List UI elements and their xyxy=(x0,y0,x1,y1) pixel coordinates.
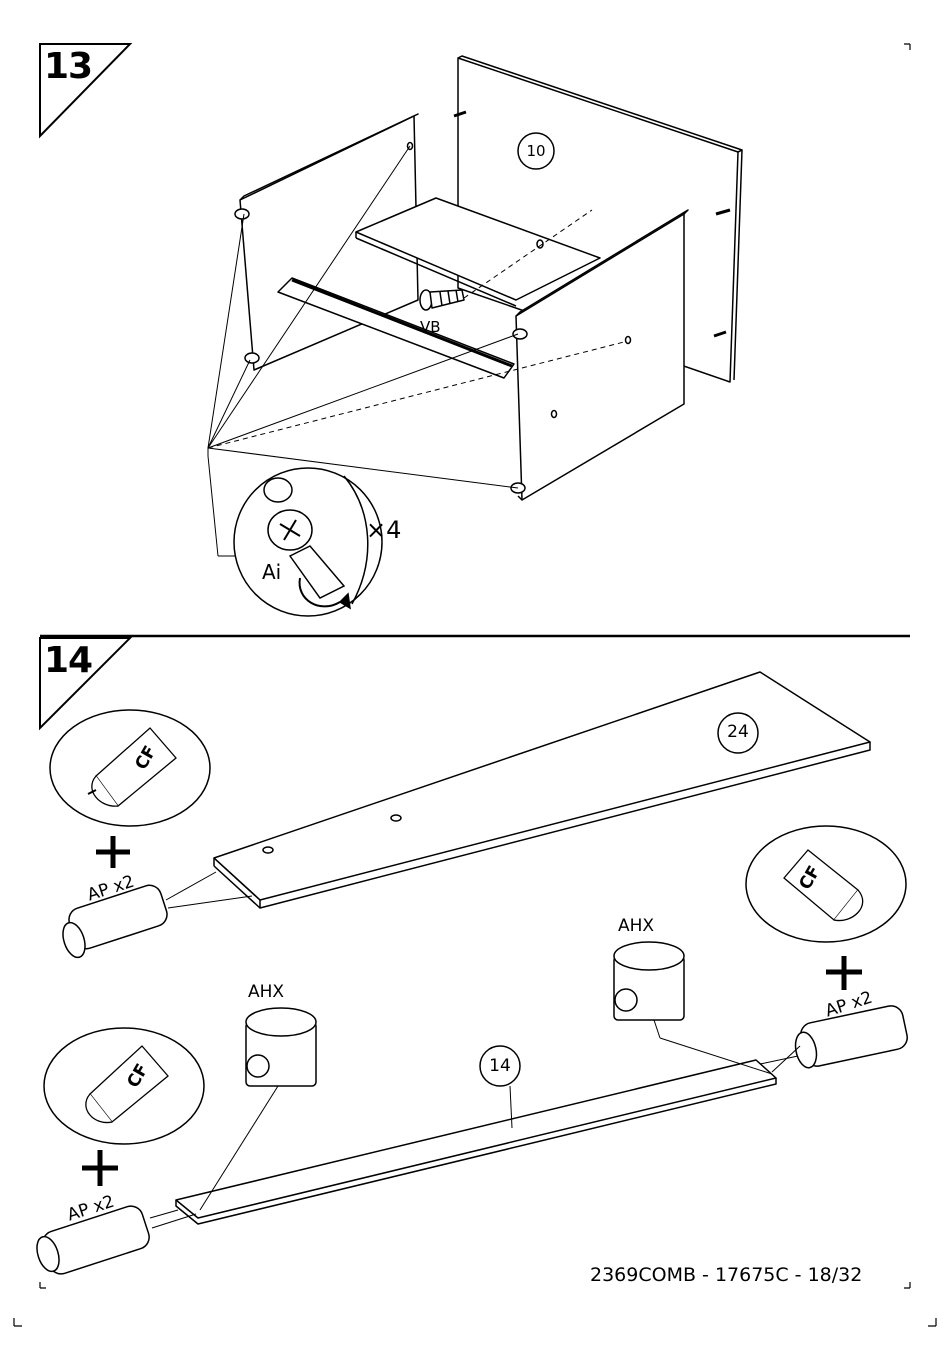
page-footer-code: 2369COMB - 17675C - 18/32 xyxy=(590,1264,862,1286)
part-number-24: 24 xyxy=(718,722,758,742)
barrel-nut-1 xyxy=(246,1008,316,1086)
barrel-nut-2 xyxy=(614,942,684,1020)
barrel-label-ahx-1: AHX xyxy=(248,982,284,1002)
part-number-14: 14 xyxy=(480,1056,520,1076)
barrel-label-ahx-2: AHX xyxy=(618,916,654,936)
